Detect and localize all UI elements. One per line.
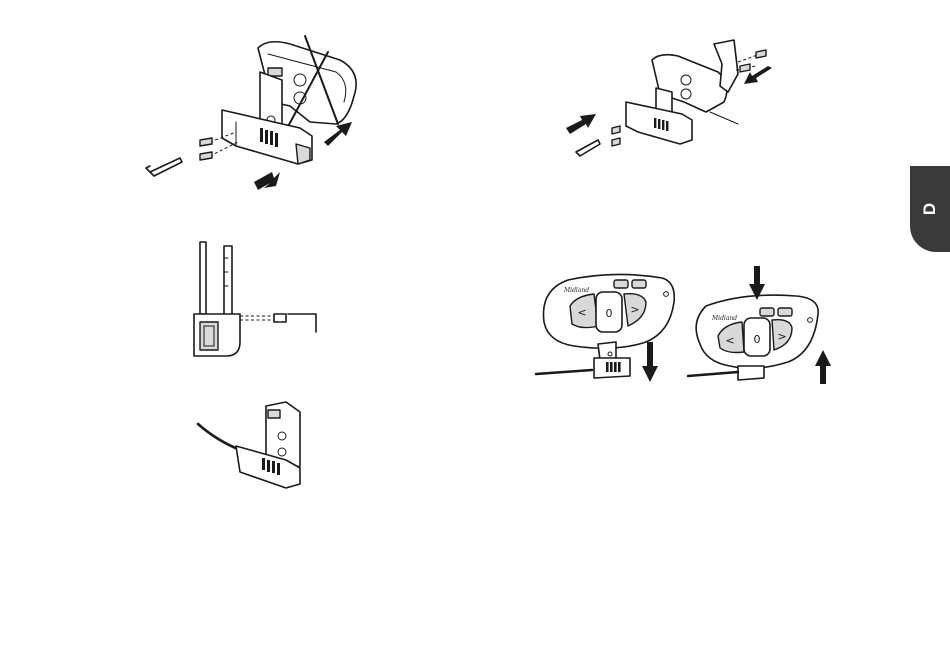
arrow-down-icon xyxy=(642,342,658,382)
svg-text:0: 0 xyxy=(606,307,613,320)
svg-text:Midland: Midland xyxy=(711,315,737,322)
section-tab-letter: D xyxy=(910,166,950,252)
cradle-side-screw-figure xyxy=(188,238,328,360)
arrow-icon xyxy=(254,172,280,190)
arrow-icon xyxy=(566,114,596,134)
unit-on-cradle-figure: < 0 > Midland < 0 > M xyxy=(534,262,840,388)
hex-key xyxy=(288,314,316,332)
svg-text:>: > xyxy=(777,330,786,343)
attach-rear-plate-figure xyxy=(560,40,790,170)
svg-text:>: > xyxy=(630,303,639,316)
svg-text:<: < xyxy=(577,306,586,319)
screw xyxy=(740,64,750,72)
screw xyxy=(612,138,620,146)
screw xyxy=(756,50,766,58)
cable xyxy=(536,370,592,374)
clamp-with-cable-figure xyxy=(196,396,346,496)
intercom-unit: < 0 > Midland xyxy=(536,274,674,378)
section-letter: D xyxy=(920,203,940,215)
svg-text:Midland: Midland xyxy=(563,287,589,294)
section-tab: D xyxy=(910,166,950,252)
svg-text:<: < xyxy=(725,334,734,347)
cable xyxy=(688,372,738,376)
cable xyxy=(198,424,240,450)
screw xyxy=(200,152,212,160)
intercom-unit: < 0 > Midland xyxy=(688,295,818,380)
hex-key xyxy=(576,140,600,156)
remove-old-mount-figure xyxy=(140,36,380,206)
arrow-up-icon xyxy=(815,350,831,384)
svg-text:0: 0 xyxy=(754,333,761,346)
screw xyxy=(612,126,620,134)
arrow-icon xyxy=(324,122,352,146)
screw xyxy=(200,138,212,146)
hex-key xyxy=(150,158,182,176)
screw xyxy=(274,314,286,322)
